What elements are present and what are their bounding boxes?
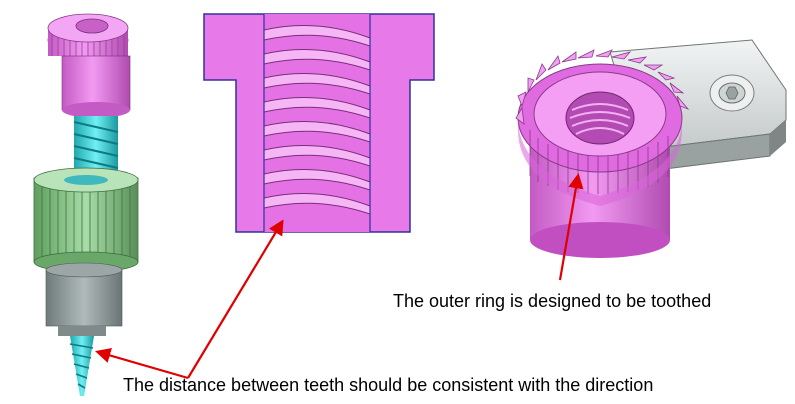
gray-sleeve [45, 262, 123, 336]
caption-outer-ring: The outer ring is designed to be toothed [393, 291, 712, 311]
annotation-arrows [95, 172, 584, 380]
threaded-section-view [203, 13, 435, 233]
arrow-to-section-thread [187, 219, 284, 379]
arrow-to-ring-teeth [558, 172, 584, 281]
arrow-to-screw-tip [95, 348, 189, 380]
exploded-screw-assembly [33, 13, 139, 396]
internal-thread [263, 14, 371, 232]
green-gear [33, 167, 139, 273]
toothed-ring-bracket [515, 39, 787, 258]
caption-teeth-distance: The distance between teeth should be con… [123, 375, 654, 395]
top-gear-cap [47, 13, 131, 118]
screw-tip [69, 336, 94, 396]
toothed-outer-ring [515, 49, 690, 206]
